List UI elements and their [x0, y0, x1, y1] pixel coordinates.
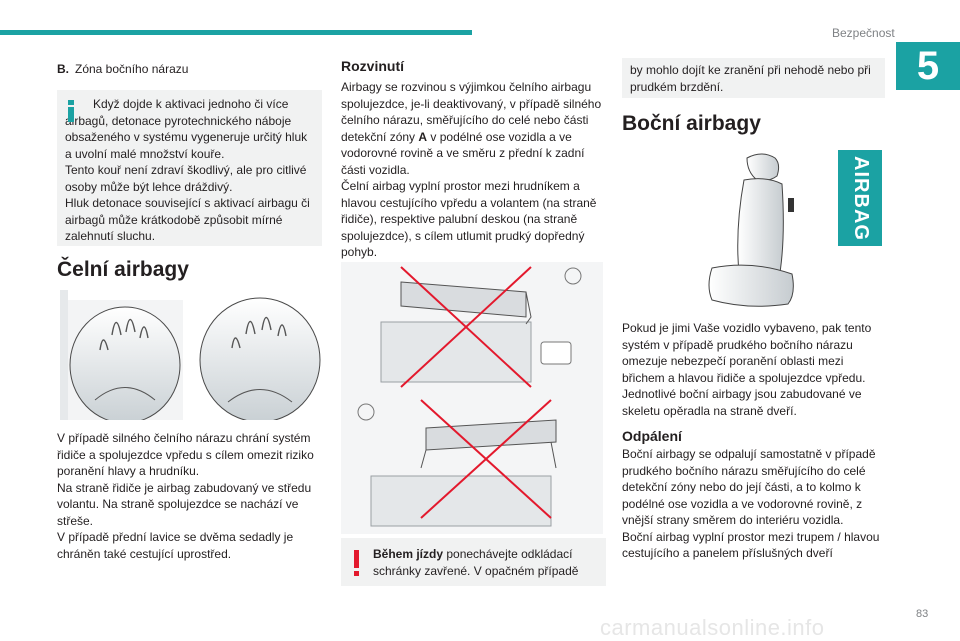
dashboard-illustration-top — [341, 262, 603, 398]
warning-bold: Během jízdy — [373, 547, 444, 561]
continued-note-text: by mohlo dojít ke zranění při nehodě neb… — [630, 63, 871, 94]
airbag-label-badge: AIRBAG — [838, 150, 882, 246]
zone-b-line: B. Zóna bočního nárazu — [57, 62, 188, 76]
deployment-body-pre: Airbagy se rozvinou s výjimkou čelního a… — [341, 80, 602, 144]
deployment-body-post: v podélné ose vozidla a ve vodorovné rov… — [341, 129, 597, 260]
watermark: carmanualsonline.info — [600, 615, 825, 640]
firing-body: Boční airbagy se odpalují samostatně v p… — [622, 447, 880, 560]
warning-note-box: Během jízdy ponechávejte odkládací schrá… — [341, 538, 606, 586]
top-accent-bar — [0, 30, 472, 35]
heading-firing: Odpálení — [622, 428, 682, 444]
chapter-number-badge: 5 — [896, 42, 960, 90]
zone-letter: B. — [57, 62, 69, 76]
frontal-airbag-illustration — [60, 290, 322, 424]
heading-frontal-airbags: Čelní airbagy — [57, 258, 189, 281]
deployment-zone-letter: A — [418, 129, 428, 144]
heading-deployment: Rozvinutí — [341, 58, 404, 74]
section-title: Bezpečnost — [832, 26, 895, 40]
page-number: 83 — [916, 608, 929, 620]
info-icon — [67, 100, 75, 122]
dashboard-illustration-bottom — [341, 398, 603, 534]
side-airbags-body: Pokud je jimi Vaše vozidlo vybaveno, pak… — [622, 321, 872, 418]
warning-exclamation-icon — [353, 550, 360, 578]
airbag-label-text: AIRBAG — [849, 155, 872, 241]
warning-note-text: Během jízdy ponechávejte odkládací schrá… — [373, 546, 598, 579]
info-note-box: Když dojde k aktivaci jednoho či více ai… — [57, 90, 322, 246]
continued-note-box: by mohlo dojít ke zranění při nehodě neb… — [622, 58, 885, 98]
heading-side-airbags: Boční airbagy — [622, 112, 761, 135]
warning-rest: ponechávejte odkládací schránky zavřené.… — [373, 547, 579, 578]
zone-text: Zóna bočního nárazu — [75, 62, 189, 76]
frontal-airbags-body: V případě silného čelního nárazu chrání … — [57, 431, 314, 561]
deployment-body: Airbagy se rozvinou s výjimkou čelního a… — [341, 79, 606, 261]
info-note-text: Když dojde k aktivaci jednoho či více ai… — [65, 97, 310, 243]
